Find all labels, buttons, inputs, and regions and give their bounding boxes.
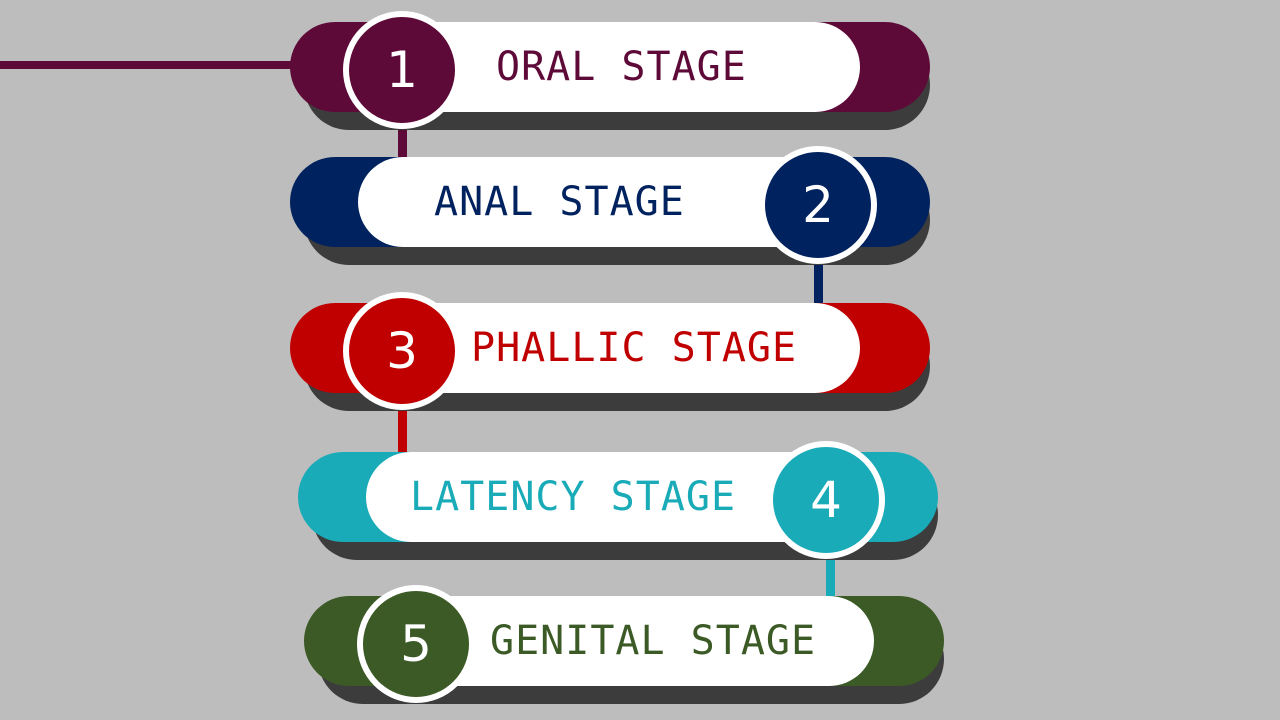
stage-latency: LATENCY STAGE 4 bbox=[298, 441, 938, 560]
stage-phallic: PHALLIC STAGE 3 bbox=[290, 292, 930, 411]
stage-number: 2 bbox=[802, 176, 834, 234]
connector-4-5 bbox=[826, 550, 835, 598]
stage-number: 4 bbox=[810, 471, 842, 529]
connector-3-4 bbox=[398, 406, 407, 456]
connector-2-3 bbox=[814, 262, 823, 306]
stage-number: 1 bbox=[386, 41, 418, 99]
stage-pill: ORAL STAGE bbox=[358, 22, 860, 112]
lead-line bbox=[0, 61, 300, 69]
stage-label: ANAL STAGE bbox=[434, 179, 685, 225]
stage-label: GENITAL STAGE bbox=[490, 618, 817, 664]
stage-number-badge: 3 bbox=[343, 292, 461, 410]
stage-number-badge: 4 bbox=[767, 441, 885, 559]
stage-number: 3 bbox=[386, 322, 418, 380]
stage-number-badge: 2 bbox=[759, 146, 877, 264]
stage-label: ORAL STAGE bbox=[496, 44, 747, 90]
stage-oral: ORAL STAGE 1 bbox=[290, 11, 930, 130]
stage-label: PHALLIC STAGE bbox=[471, 325, 798, 371]
connector-1-2 bbox=[398, 120, 407, 162]
stage-number-badge: 1 bbox=[343, 11, 461, 129]
stage-number: 5 bbox=[400, 615, 432, 673]
stage-label: LATENCY STAGE bbox=[410, 474, 737, 520]
stage-number-badge: 5 bbox=[357, 585, 475, 703]
stage-anal: ANAL STAGE 2 bbox=[290, 146, 930, 265]
stage-genital: GENITAL STAGE 5 bbox=[304, 585, 944, 704]
